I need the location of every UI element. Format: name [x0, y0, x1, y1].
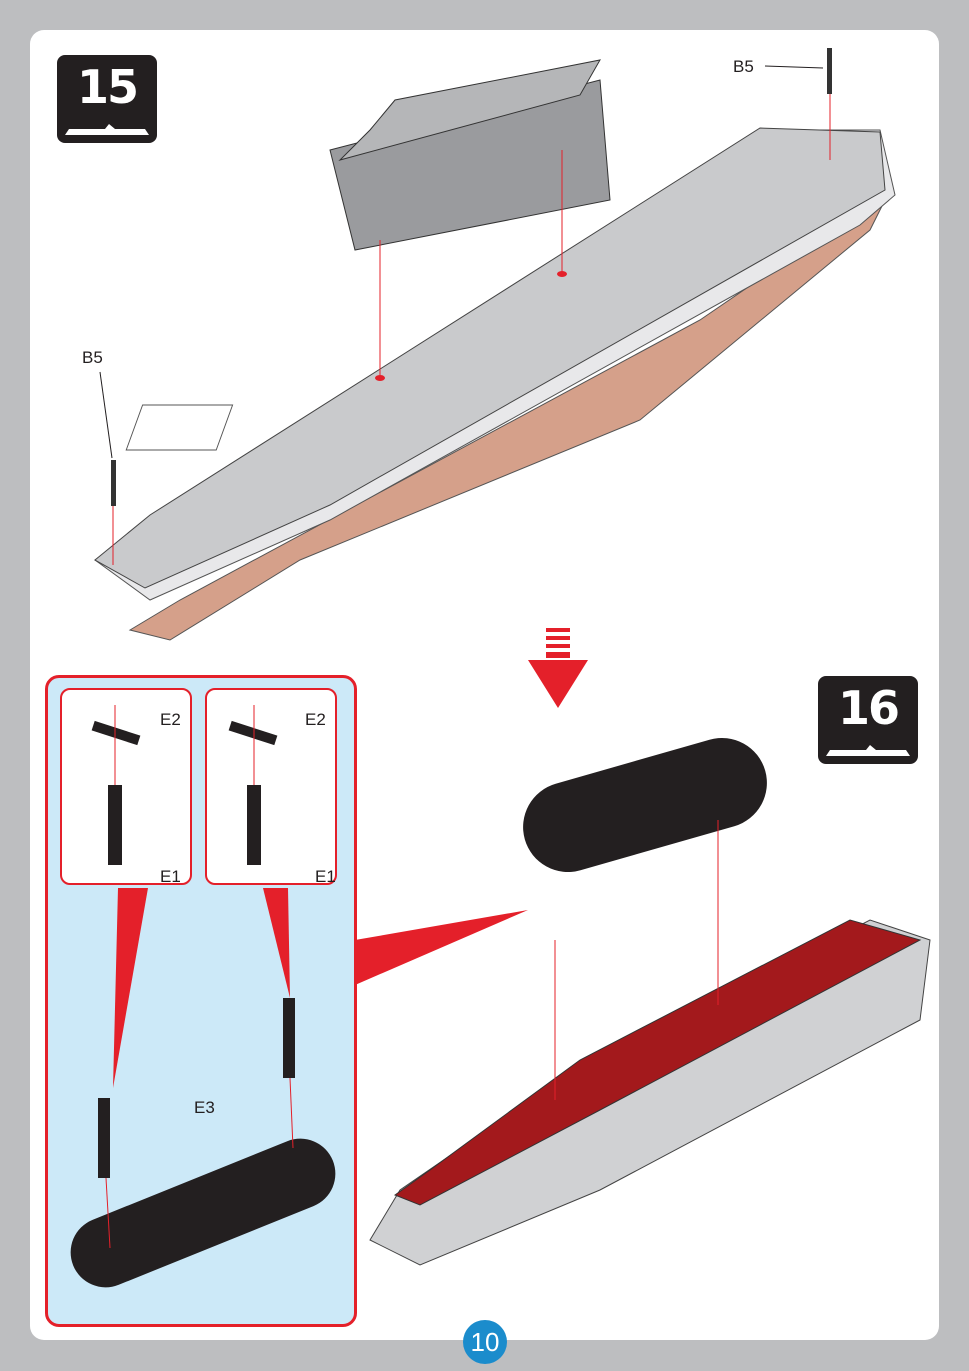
ship-silhouette-icon — [826, 745, 910, 756]
ship-silhouette-icon — [65, 124, 149, 135]
part-label-e1: E1 — [160, 867, 181, 886]
part-label-b5-bow: B5 — [82, 348, 103, 367]
part-label-e3: E3 — [194, 1098, 215, 1117]
ship-step15-illustration — [94, 48, 896, 641]
ship-step16-illustration — [355, 737, 931, 1266]
stand-assembly-callout: E2 E1 E2 E1 E3 — [45, 675, 357, 1327]
page-number: 10 — [463, 1320, 507, 1364]
part-label-e1: E1 — [315, 867, 336, 886]
step-16-badge: 16 — [818, 676, 918, 764]
part-label-b5-stern: B5 — [733, 57, 754, 76]
down-arrow-icon — [528, 628, 588, 708]
part-label-e2: E2 — [305, 710, 326, 729]
stand-detail-left: E2 E1 — [60, 688, 192, 886]
step-15-badge: 15 — [57, 55, 157, 143]
stand-detail-right: E2 E1 — [205, 688, 337, 886]
part-label-e2: E2 — [160, 710, 181, 729]
